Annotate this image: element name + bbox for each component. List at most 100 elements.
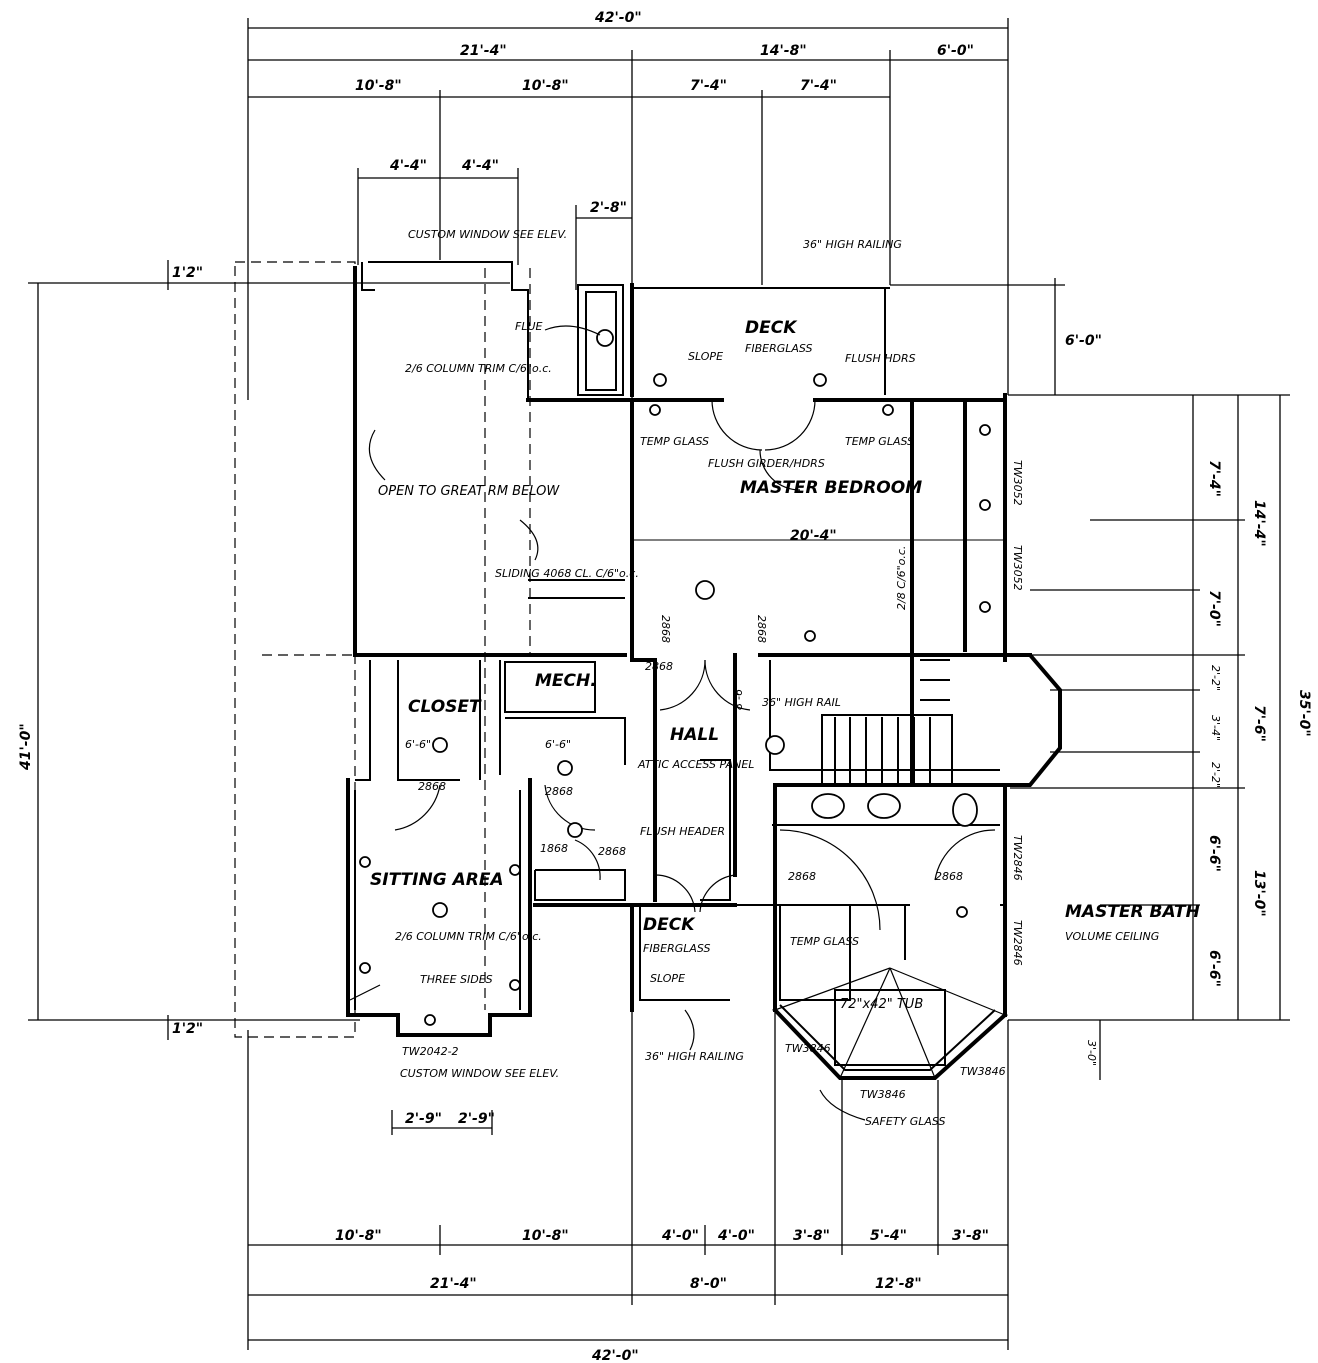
- dim-right-row3-b: 7'-0": [1206, 590, 1222, 627]
- dim-bottom-row1-b: 10'-8": [522, 1228, 569, 1244]
- note-bedroom-width: 20'-4": [790, 528, 837, 544]
- dim-top-overall: 42'-0": [594, 10, 642, 26]
- note-wic: 2/8 C/6"o.c.: [895, 546, 908, 610]
- note-custom-window-bottom: CUSTOM WINDOW SEE ELEV.: [400, 1067, 559, 1080]
- dim-bottom-row1-a: 10'-8": [335, 1228, 382, 1244]
- deck-bottom-sub: FIBERGLASS: [643, 942, 710, 955]
- note-door-2868-8: 2868: [935, 870, 963, 883]
- deck-bottom-label: DECK: [643, 915, 696, 935]
- note-columns-bottom: 2/6 COLUMN TRIM C/6"o.c.: [395, 930, 542, 943]
- smoke-detector-2: [765, 735, 785, 755]
- note-columns-top: 2/6 COLUMN TRIM C/6"o.c.: [405, 362, 552, 375]
- dim-bottom-row1-e: 3'-8": [793, 1228, 830, 1244]
- dim-bottom-row2-c: 12'-8": [875, 1276, 922, 1292]
- note-closet2-depth: 6'-6": [545, 738, 571, 751]
- note-railing-top: 36" HIGH RAILING: [803, 238, 902, 251]
- note-tw3052-b: TW3052: [1011, 545, 1024, 591]
- walls: [346, 261, 1062, 1080]
- bottom-dimensions: 10'-8" 10'-8" 4'-0" 4'-0" 3'-8" 5'-4" 3'…: [247, 1010, 1009, 1363]
- dim-bottom-row1-f: 5'-4": [870, 1228, 907, 1244]
- dim-bay-right: 2'-9": [458, 1111, 495, 1127]
- dim-left-overall: 41'-0": [18, 723, 34, 771]
- note-tw3846-2: TW3846: [860, 1088, 906, 1101]
- right-dimensions: 35'-0" 14'-4" 7'-6" 13'-0" 7'-4" 7'-0" 2…: [890, 278, 1312, 1080]
- toilet: [952, 793, 978, 827]
- note-safety-glass: SAFETY GLASS: [865, 1115, 945, 1128]
- dim-top-row2-b: 14'-8": [760, 43, 807, 59]
- deck-top-label: DECK: [745, 318, 798, 338]
- dim-top-row4-b: 4'-4": [461, 158, 499, 174]
- dim-right-row3-e: 2'-2": [1209, 762, 1222, 788]
- dim-bottom-row2-a: 21'-4": [430, 1276, 477, 1292]
- note-attic-access: ATTIC ACCESS PANEL: [637, 758, 754, 771]
- dim-top-row3-b: 10'-8": [522, 78, 569, 94]
- master-bedroom-label: MASTER BEDROOM: [740, 478, 922, 498]
- dim-bay-left: 2'-9": [405, 1111, 442, 1127]
- left-dimensions: 41'-0" 1'2" 1'2": [18, 260, 510, 1040]
- tub-label: 72"x42" TUB: [840, 997, 923, 1012]
- dim-top-row2-a: 21'-4": [460, 43, 507, 59]
- dim-right-row3-f: 6'-6": [1206, 835, 1222, 872]
- open-to-below-zone: [234, 261, 531, 1038]
- note-slope-top: SLOPE: [688, 350, 723, 363]
- hall-label: HALL: [670, 725, 719, 745]
- open-to-below-label: OPEN TO GREAT RM BELOW: [378, 484, 560, 499]
- note-door-2868-7: 2868: [788, 870, 816, 883]
- dim-right-row3-c: 2'-2": [1209, 665, 1222, 691]
- flue-circle: [596, 329, 614, 347]
- note-three-sides: THREE SIDES: [420, 973, 493, 986]
- sink-2: [867, 793, 901, 819]
- dim-left-small-bottom: 1'2": [172, 1021, 203, 1037]
- dim-right-row2-a: 14'-4": [1251, 500, 1267, 547]
- dim-top-row4-a: 4'-4": [389, 158, 427, 174]
- dim-right-row2-b: 7'-6": [1251, 705, 1267, 742]
- dim-bottom-row1-c: 4'-0": [661, 1228, 699, 1244]
- dim-right-row2-c: 13'-0": [1251, 870, 1267, 917]
- dim-top-row3-d: 7'-4": [800, 78, 837, 94]
- note-flush-header-top: FLUSH HDRS: [845, 352, 916, 365]
- dim-bottom-row1-g: 3'-8": [952, 1228, 989, 1244]
- smoke-detector-1: [695, 580, 715, 600]
- master-bath-sub: VOLUME CEILING: [1065, 930, 1159, 943]
- dim-right-row3-d: 3'-4": [1209, 715, 1222, 741]
- dim-right-row3-a: 7'-4": [1206, 460, 1222, 497]
- note-door-2868-2: 2868: [755, 615, 768, 643]
- dim-right-deck: 6'-0": [1065, 333, 1102, 349]
- dim-right-row3-g: 6'-6": [1206, 950, 1222, 987]
- fixtures: [359, 329, 991, 1026]
- mech-label: MECH.: [535, 671, 597, 691]
- note-sliding-door: SLIDING 4068 CL. C/6"o.c.: [495, 567, 639, 580]
- stair-treads: [834, 659, 950, 783]
- note-custom-window-top: CUSTOM WINDOW SEE ELEV.: [408, 228, 567, 241]
- note-window-tw-bottom: TW2042-2: [402, 1045, 459, 1058]
- closet-label: CLOSET: [408, 697, 482, 717]
- sink-1: [811, 793, 845, 819]
- note-slope-bottom: SLOPE: [650, 972, 685, 985]
- deck-top-sub: FIBERGLASS: [745, 342, 812, 355]
- note-door-2868-3: 2868: [645, 660, 673, 673]
- note-closet-depth: 6'-6": [405, 738, 431, 751]
- note-door-1868: 1868: [540, 842, 568, 855]
- dim-top-row3-c: 7'-4": [690, 78, 727, 94]
- dim-left-small-top: 1'2": [172, 265, 203, 281]
- note-tw2846-2: TW2846: [1011, 920, 1024, 966]
- leader-lines: [349, 325, 866, 1121]
- note-rail-stair: 36" HIGH RAIL: [762, 696, 841, 709]
- note-flush-header-bedroom: FLUSH GIRDER/HDRS: [708, 457, 825, 470]
- dim-bottom-overall: 42'-0": [591, 1348, 639, 1363]
- sitting-area-label: SITTING AREA: [370, 870, 504, 890]
- note-temp-glass-2: TEMP GLASS: [845, 435, 914, 448]
- note-hall-width: 8'-6": [732, 684, 745, 710]
- room-labels: DECK FIBERGLASS MASTER BEDROOM CLOSET HA…: [370, 318, 1200, 1012]
- dim-top-row3-a: 10'-8": [355, 78, 402, 94]
- note-temp-glass-1: TEMP GLASS: [640, 435, 709, 448]
- note-door-2868-1: 2868: [659, 615, 672, 643]
- notes: CUSTOM WINDOW SEE ELEV. 36" HIGH RAILING…: [395, 228, 1024, 1128]
- note-door-2868-4: 2868: [418, 780, 446, 793]
- dim-right-overall: 35'-0": [1296, 690, 1312, 737]
- note-tw3846-1: TW3846: [785, 1042, 831, 1055]
- note-door-2868-6: 2868: [598, 845, 626, 858]
- dim-bottom-row2-b: 8'-0": [690, 1276, 727, 1292]
- note-temp-glass-bath: TEMP GLASS: [790, 935, 859, 948]
